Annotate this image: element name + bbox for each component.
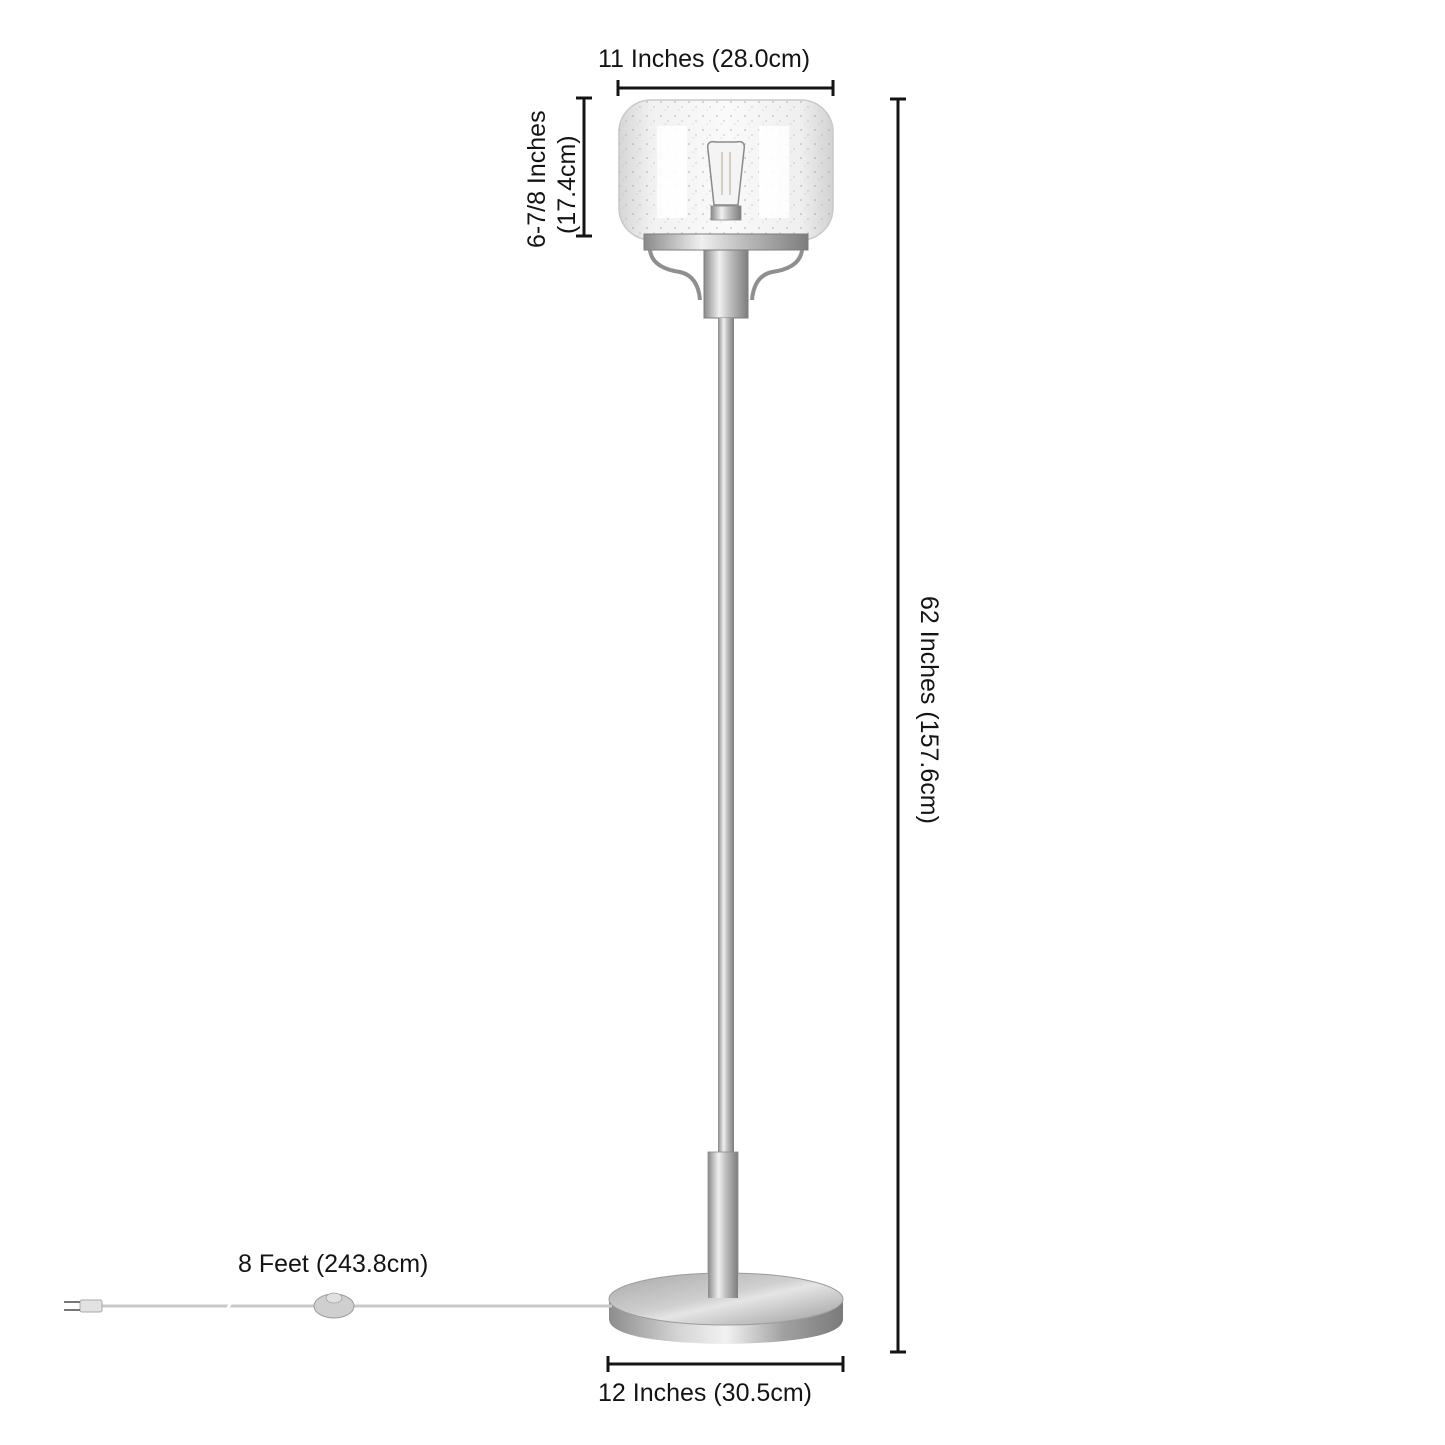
cord-length-label: 8 Feet (243.8cm) [238, 1250, 429, 1278]
lamp-pole [718, 318, 734, 1154]
shade-height-dimension-line [576, 96, 592, 238]
shade-width-label: 11 Inches (28.0cm) [598, 45, 811, 73]
overall-height-dimension-line [890, 97, 906, 1354]
lower-pole [707, 1151, 739, 1293]
shade-height-label-line1: 6-7/8 Inches [523, 110, 551, 248]
base-width-dimension-line [606, 1356, 845, 1372]
overall-height-label: 62 Inches (157.6cm) [915, 596, 943, 824]
light-bulb [706, 140, 746, 221]
base-width-label: 12 Inches (30.5cm) [598, 1379, 812, 1407]
power-cord [64, 1292, 612, 1319]
shade-height-label-line2: (17.4cm) [553, 135, 581, 234]
shade-width-dimension-line [616, 80, 835, 96]
shade-holder [643, 233, 809, 319]
lamp-base [608, 1270, 844, 1344]
